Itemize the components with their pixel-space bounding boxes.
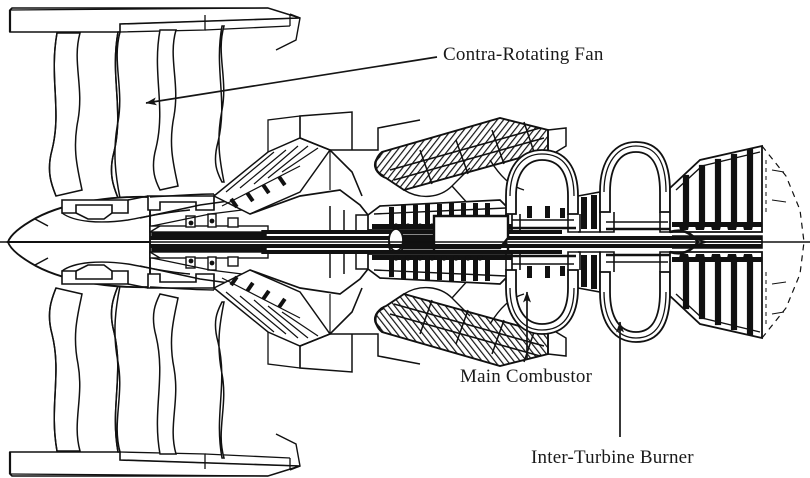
leader-contra-rotating-fan	[145, 56, 438, 106]
annotation-label-main-combustor: Main Combustor	[460, 366, 593, 387]
annotation-label-inter-turbine-burner: Inter-Turbine Burner	[531, 447, 694, 468]
annotation-label-contra-rotating-fan: Contra-Rotating Fan	[443, 44, 604, 65]
